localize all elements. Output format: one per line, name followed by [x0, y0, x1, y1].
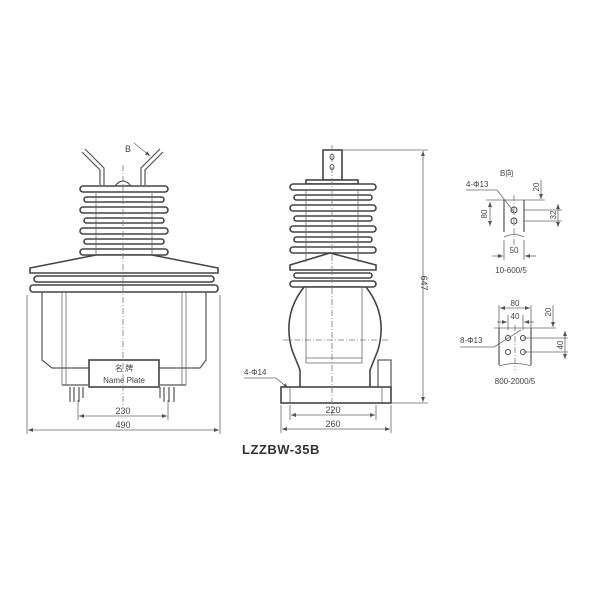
lower-insulator-skirt: [29, 254, 219, 293]
hole-label-4-phi13: 4-Φ13: [466, 180, 489, 189]
side-insulator-sheds: [289, 179, 377, 288]
detail-view-large-terminal: 80 40 8-Φ13 20 40 800-2000/5: [460, 299, 568, 386]
mounting-feet: [69, 387, 175, 402]
dim-260: 260: [325, 419, 340, 429]
rating-10-600-5: 10-600/5: [495, 266, 527, 275]
primary-terminal-left: [81, 148, 105, 185]
upper-insulator-sheds: [79, 185, 169, 262]
view-arrow-label: B: [125, 144, 131, 154]
side-base: [280, 386, 392, 404]
dim-80-large: 80: [511, 299, 520, 308]
front-dim-490: 490: [26, 295, 221, 434]
dim-40-h: 40: [511, 312, 520, 321]
dim-20-large: 20: [544, 307, 553, 316]
rating-800-2000-5: 800-2000/5: [495, 377, 536, 386]
side-view: 4-Φ14 220 260 647: [244, 145, 429, 433]
hole-label-8-phi13: 8-Φ13: [460, 336, 483, 345]
nameplate: 名 牌 Name Plate: [88, 359, 160, 388]
detail-view-small-terminal: B向 4-Φ13 80 20 32 50 10-600/5: [466, 168, 562, 275]
side-body: [288, 286, 392, 391]
nameplate-en: Name Plate: [103, 376, 145, 385]
view-arrow-b: B: [125, 142, 151, 157]
dim-647: 647: [419, 275, 429, 290]
side-dim-260: 260: [280, 405, 392, 433]
nameplate-cn: 名 牌: [115, 363, 133, 373]
side-hole-callout: 4-Φ14: [244, 368, 289, 389]
model-title: LZZBW-35B: [242, 442, 320, 457]
dim-20-small: 20: [532, 182, 541, 191]
front-view: B: [26, 142, 221, 434]
side-terminal-plate: [322, 149, 343, 181]
dim-32: 32: [549, 210, 558, 219]
hole-label-4-phi14: 4-Φ14: [244, 368, 267, 377]
dim-40-v: 40: [556, 340, 565, 349]
front-dim-230: 230: [77, 400, 169, 420]
side-dim-220: 220: [289, 405, 377, 420]
dim-230: 230: [115, 406, 130, 416]
detail-view-label: B向: [500, 168, 513, 178]
dim-490: 490: [115, 420, 130, 430]
dim-50: 50: [510, 246, 519, 255]
primary-terminal-right: [140, 148, 164, 185]
side-dim-647: 647: [342, 149, 429, 404]
dim-80: 80: [480, 209, 489, 218]
dim-220: 220: [325, 405, 340, 415]
